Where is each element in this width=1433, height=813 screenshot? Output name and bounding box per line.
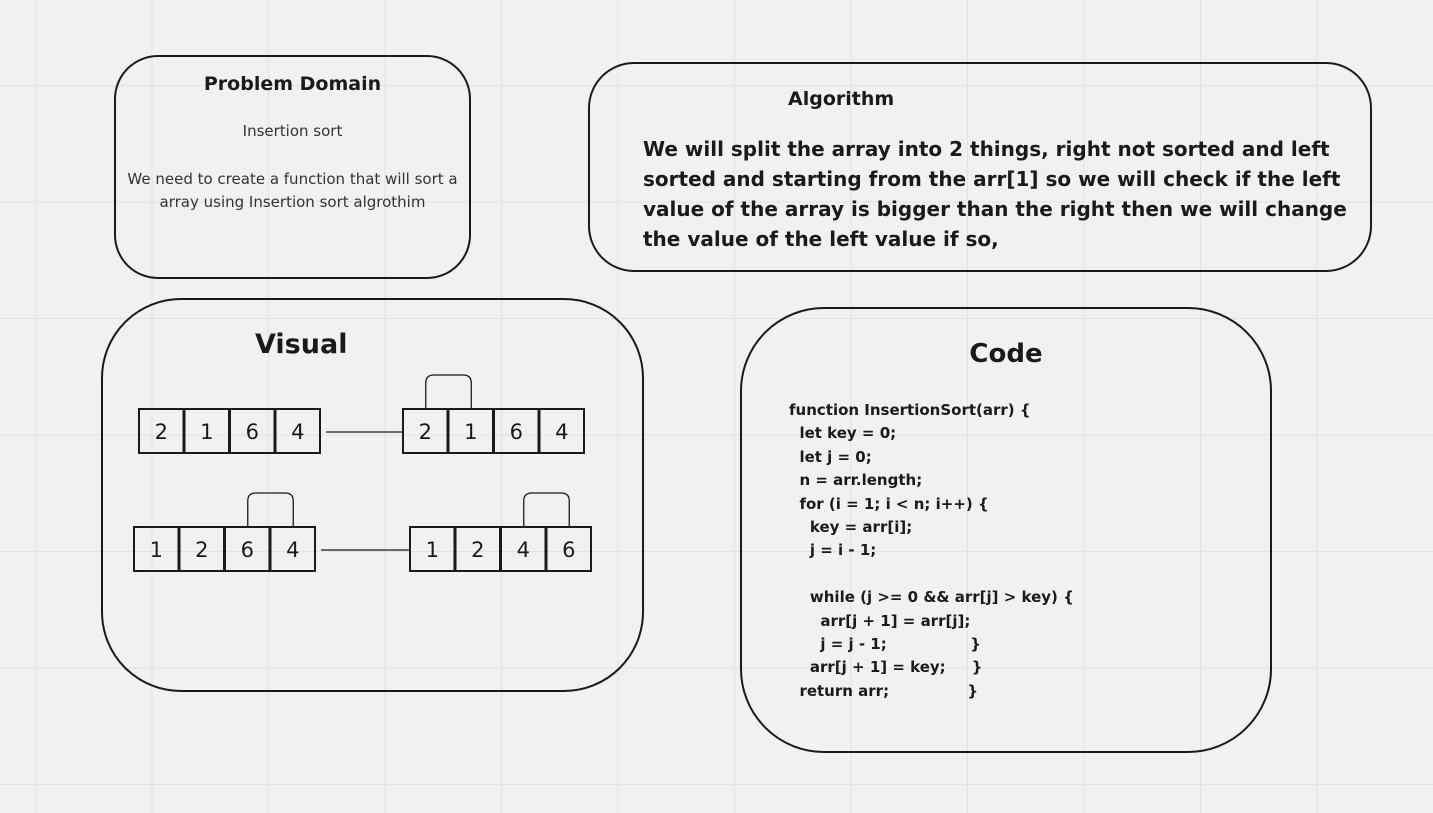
algorithm-title: Algorithm: [788, 88, 895, 110]
visual-card: Visual 2 1 6 4 2 1 6 4 1 2 6 4 1 2 4 6: [101, 298, 644, 692]
algorithm-card: Algorithm We will split the array into 2…: [588, 62, 1372, 272]
array-cell-value: 6: [510, 420, 523, 444]
array-cell-value: 2: [471, 538, 484, 562]
array-cell-value: 2: [195, 538, 208, 562]
array-cell: [274, 408, 321, 454]
array-cell-value: 4: [517, 538, 530, 562]
problem-domain-description: We need to create a function that will s…: [127, 170, 458, 211]
problem-domain-subtitle: Insertion sort: [242, 122, 343, 140]
visual-diagram: 2 1 6 4 2 1 6 4 1 2 6 4 1 2 4 6: [133, 374, 592, 572]
array-cell-value: 4: [291, 420, 304, 444]
problem-domain-card: Problem Domain Insertion sort We need to…: [114, 55, 471, 279]
swap-bracket: [425, 374, 472, 409]
problem-domain-title: Problem Domain: [203, 73, 382, 95]
visual-title: Visual: [255, 329, 348, 360]
array-cell-value: 6: [246, 420, 259, 444]
code-title: Code: [969, 339, 1043, 369]
array-cell-value: 2: [155, 420, 168, 444]
array-cell-value: 6: [562, 538, 575, 562]
swap-bracket: [247, 492, 294, 527]
array-cell-value: 4: [286, 538, 299, 562]
array-cell-value: 2: [419, 420, 432, 444]
array-cell-value: 4: [555, 420, 568, 444]
array-cell-value: 1: [150, 538, 163, 562]
array-cell-value: 6: [241, 538, 254, 562]
swap-bracket: [523, 492, 570, 527]
array-cell: [538, 408, 585, 454]
algorithm-description: We will split the array into 2 things, r…: [643, 137, 1347, 251]
code-card: Code function InsertionSort(arr) { let k…: [740, 307, 1272, 753]
array-cell-value: 1: [426, 538, 439, 562]
array-cell-value: 1: [200, 420, 213, 444]
array-cell-value: 1: [464, 420, 477, 444]
code-block: function InsertionSort(arr) { let key = …: [789, 401, 1074, 700]
